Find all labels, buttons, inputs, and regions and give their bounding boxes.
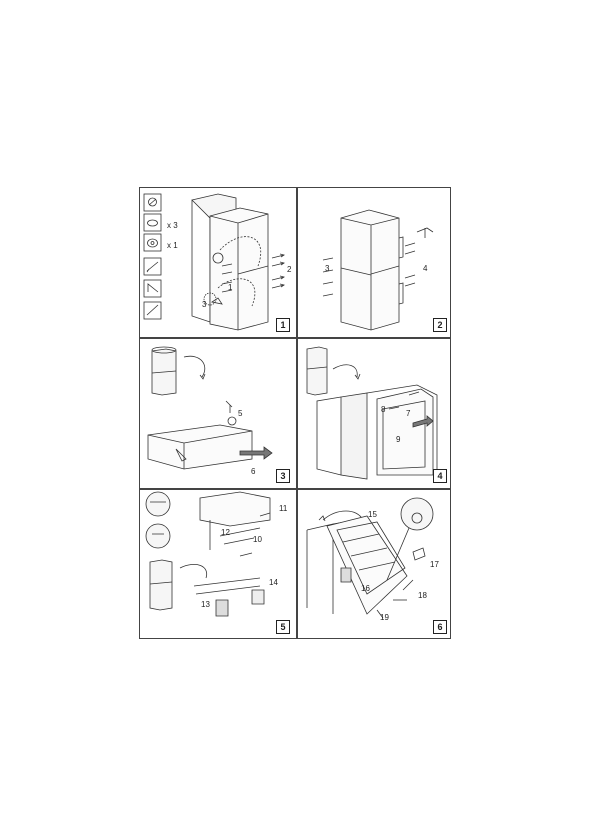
- step-label-5: 5: [238, 409, 243, 418]
- step-label-10: 10: [253, 535, 262, 544]
- tool-box-key: [143, 279, 162, 298]
- divider-horizontal-1: [140, 337, 450, 339]
- tool-box-washer: [143, 213, 162, 232]
- step-label-15: 15: [368, 510, 377, 519]
- panel-number-5: 5: [276, 620, 290, 634]
- step-label-18: 18: [418, 591, 427, 600]
- step-label-11: 11: [279, 504, 288, 513]
- panel-4-illustration: [306, 346, 438, 480]
- divider-vertical: [296, 188, 298, 638]
- quantity-cap: x 1: [167, 241, 178, 250]
- step-label-12: 12: [221, 528, 230, 537]
- tool-box-screwdriver: [143, 257, 162, 276]
- panel-number-3: 3: [276, 469, 290, 483]
- step-label-2: 2: [287, 265, 292, 274]
- step-label-4: 4: [423, 264, 428, 273]
- step-label-1: 1: [228, 283, 233, 292]
- step-label-17: 17: [430, 560, 439, 569]
- step-label-8: 8: [381, 405, 386, 414]
- tool-box-blade: [143, 301, 162, 320]
- panel-number-6: 6: [433, 620, 447, 634]
- panel-2-illustration: [322, 209, 434, 331]
- panel-3: 5 6 3: [140, 339, 295, 488]
- step-label-6: 6: [251, 467, 256, 476]
- panel-3-illustration: [147, 346, 273, 470]
- divider-horizontal-2: [140, 488, 450, 490]
- tool-box-cap: [143, 233, 162, 252]
- step-label-19: 19: [380, 613, 389, 622]
- panel-5-illustration: [145, 491, 271, 617]
- panel-4: 8 7 9 4: [297, 339, 452, 488]
- panel-5: 11 12 10 13 14 5: [140, 490, 295, 639]
- panel-number-4: 4: [433, 469, 447, 483]
- panel-number-1: 1: [276, 318, 290, 332]
- panel-6: 15 17 16 18 19 6: [297, 490, 452, 639]
- step-label-3: 3: [325, 264, 330, 273]
- panel-number-2: 2: [433, 318, 447, 332]
- step-label-3: 3: [202, 300, 207, 309]
- quantity-screws: x 3: [167, 221, 178, 230]
- panel-1-illustration: [143, 193, 285, 331]
- step-label-14: 14: [269, 578, 278, 587]
- panel-6-illustration: [306, 497, 434, 619]
- step-label-7: 7: [406, 409, 411, 418]
- step-label-9: 9: [396, 435, 401, 444]
- installation-diagram-sheet: x 3 x 1 2 1 3 1 3 4 2: [139, 187, 451, 639]
- panel-2: 3 4 2: [297, 188, 452, 337]
- tool-box-screw: [143, 193, 162, 212]
- step-label-16: 16: [361, 584, 370, 593]
- panel-1: x 3 x 1 2 1 3 1: [140, 188, 295, 337]
- step-label-13: 13: [201, 600, 210, 609]
